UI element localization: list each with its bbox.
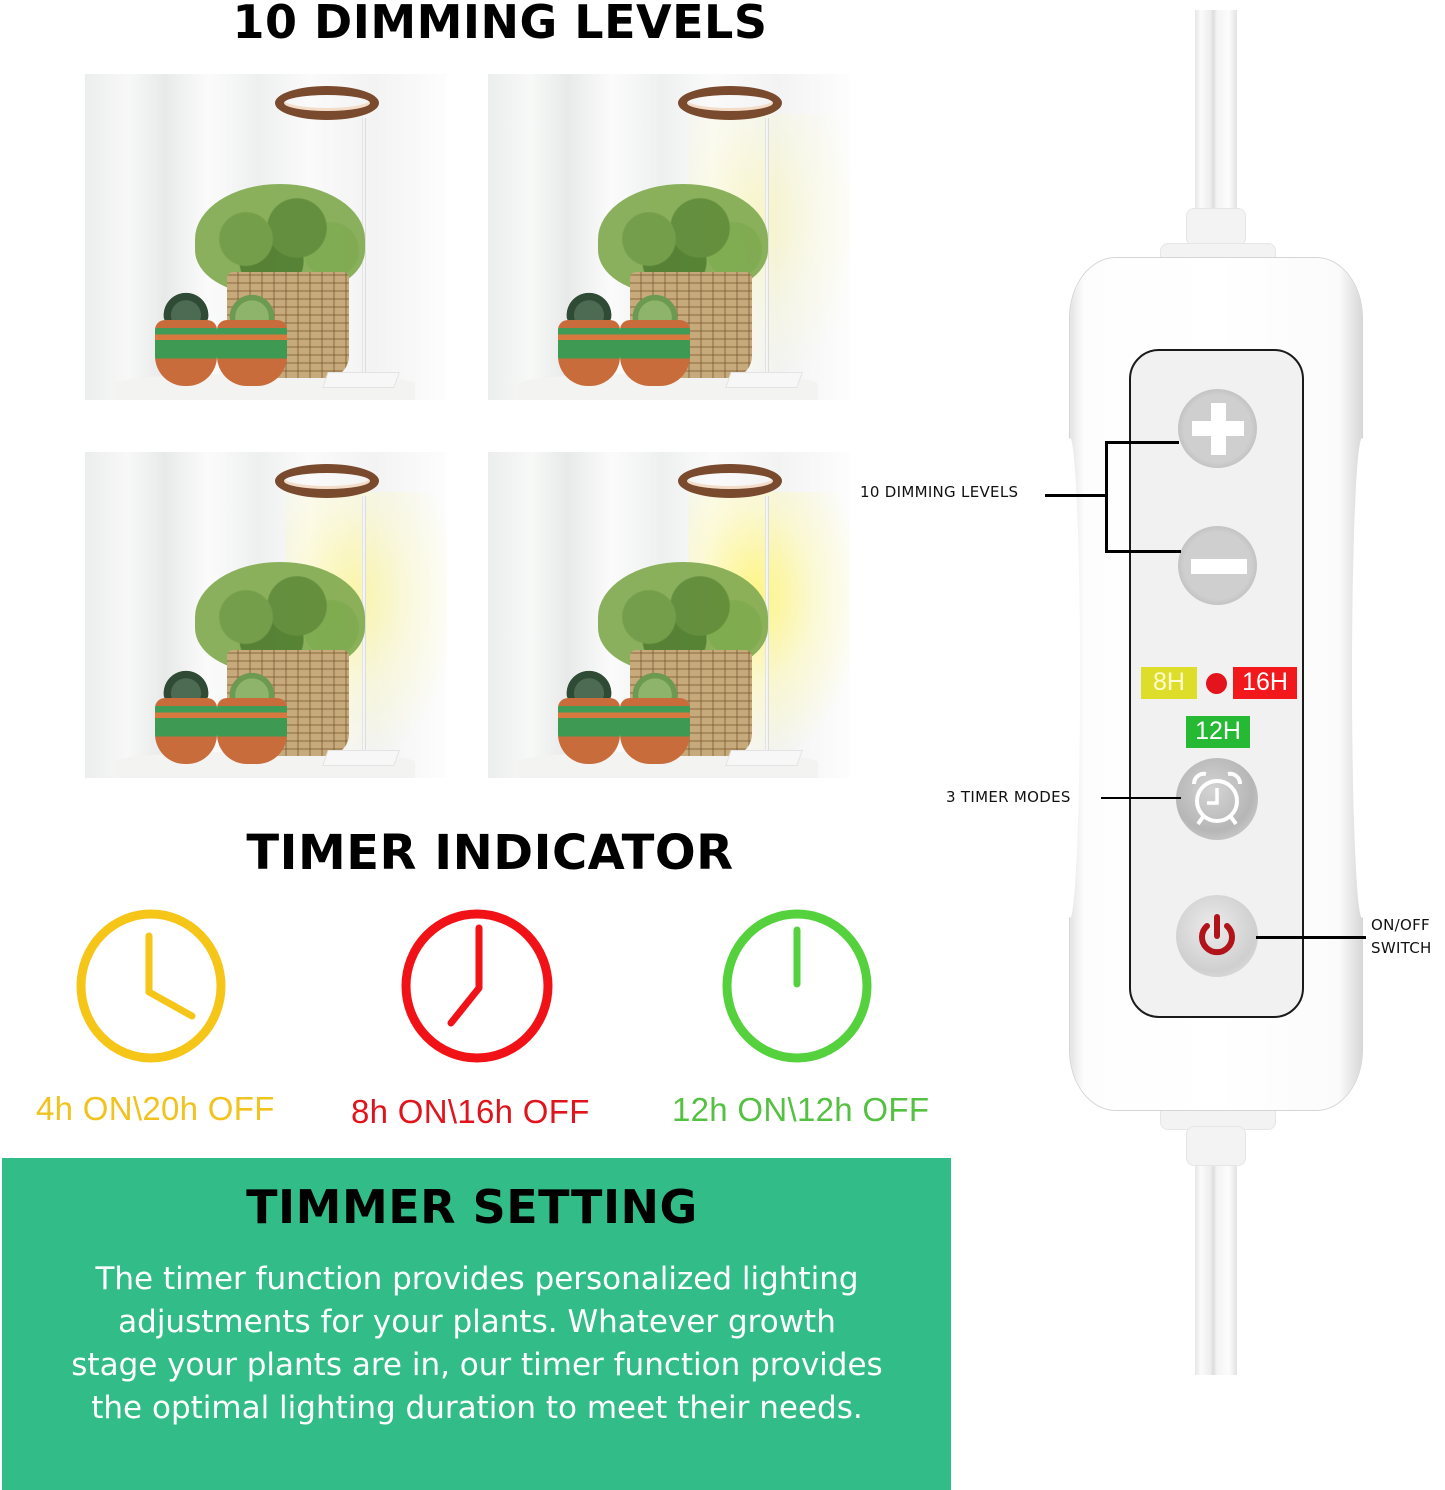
alarm-clock-icon — [1192, 771, 1242, 826]
timer-indicator-heading: TIMER INDICATOR — [246, 825, 734, 881]
plant-photo-brightness-off — [85, 74, 447, 400]
ring-lamp-icon — [275, 464, 379, 498]
clay-pot — [558, 320, 620, 386]
cable-strain-relief — [1186, 1126, 1246, 1166]
callout-timer-modes: 3 TIMER MODES — [946, 788, 1071, 806]
description-line: The timer function provides personalized… — [95, 1261, 859, 1297]
clay-pot — [217, 320, 287, 386]
clay-pot — [620, 698, 690, 764]
clay-pot — [620, 320, 690, 386]
ring-lamp-icon — [275, 86, 379, 120]
minus-icon — [1190, 558, 1247, 574]
callout-bracket — [1105, 441, 1108, 553]
power-icon — [1199, 914, 1235, 956]
clock-4-icon — [76, 909, 226, 1063]
plus-icon — [1191, 402, 1244, 455]
timer-setting-panel: TIMMER SETTING The timer function provid… — [2, 1158, 951, 1490]
plant-photo-brightness-low — [488, 74, 850, 400]
power-button[interactable] — [1176, 895, 1258, 977]
callout-line — [1101, 797, 1181, 799]
description-line: stage your plants are in, our timer func… — [71, 1347, 883, 1383]
ring-lamp-icon — [678, 86, 782, 120]
callout-line — [1256, 936, 1366, 939]
timer-mode-8h-label: 8h ON\16h OFF — [351, 1093, 590, 1130]
brightness-up-button[interactable] — [1178, 389, 1257, 468]
wicker-basket — [630, 272, 752, 378]
dimming-levels-heading: 10 DIMMING LEVELS — [232, 0, 768, 49]
timer-setting-description: The timer function provides personalized… — [22, 1258, 932, 1430]
callout-power-switch: ON/OFF SWITCH — [1371, 916, 1432, 957]
clay-pot — [155, 698, 217, 764]
callout-line — [1045, 494, 1107, 497]
plant-photo-brightness-high — [488, 452, 850, 778]
description-line: adjustments for your plants. Whatever gr… — [118, 1304, 836, 1340]
clay-pot — [155, 320, 217, 386]
timer-led-indicator — [1206, 673, 1227, 694]
timer-badge-16h: 16H — [1233, 667, 1297, 699]
timer-mode-12h-label: 12h ON\12h OFF — [672, 1091, 930, 1128]
clay-pot — [217, 698, 287, 764]
clock-12-icon — [722, 909, 872, 1063]
clock-8-icon — [401, 909, 553, 1063]
cable-strain-relief — [1186, 208, 1246, 246]
timer-mode-4h-label: 4h ON\20h OFF — [36, 1090, 275, 1127]
callout-dimming-levels: 10 DIMMING LEVELS — [860, 483, 1019, 501]
description-line: the optimal lighting duration to meet th… — [91, 1390, 863, 1426]
brightness-down-button[interactable] — [1178, 526, 1257, 605]
timer-badge-12h: 12H — [1186, 716, 1250, 748]
plant-photo-brightness-medium — [85, 452, 447, 778]
ring-lamp-icon — [678, 464, 782, 498]
clay-pot — [558, 698, 620, 764]
timer-button[interactable] — [1176, 758, 1258, 840]
timer-badge-8h: 8H — [1141, 667, 1197, 699]
timer-setting-title: TIMMER SETTING — [246, 1180, 698, 1234]
